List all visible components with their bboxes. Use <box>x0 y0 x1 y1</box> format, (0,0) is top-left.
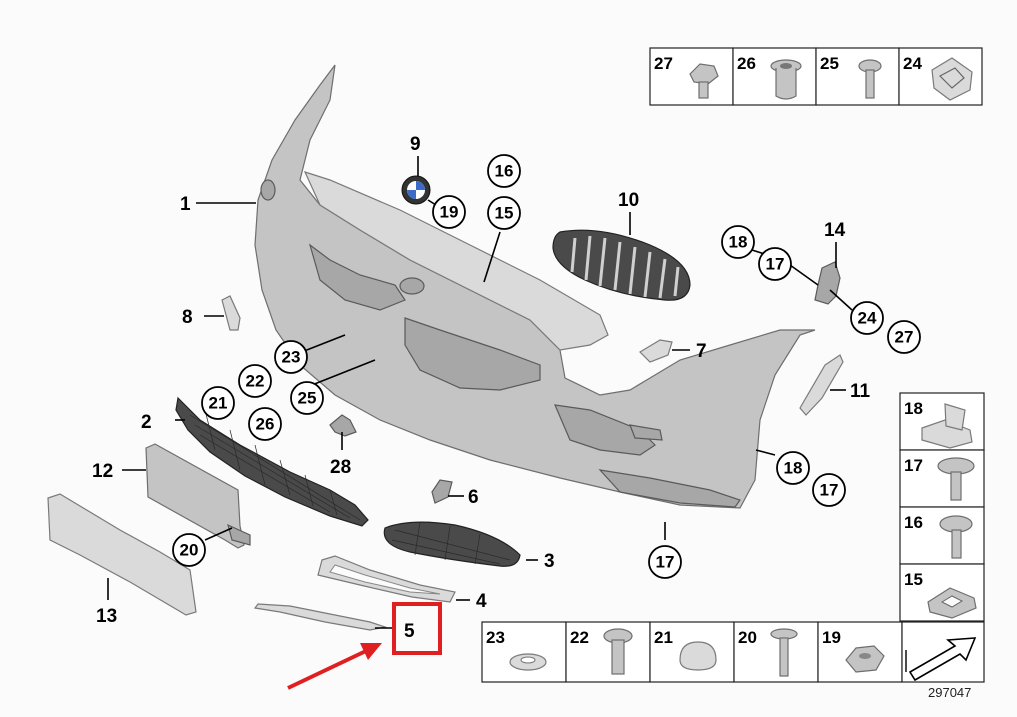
highlight-box <box>392 602 442 655</box>
trim-strip <box>253 603 388 631</box>
svg-text:17: 17 <box>656 553 675 572</box>
red-arrow-icon <box>287 643 382 690</box>
spring-clip-icon <box>921 403 973 449</box>
callout-5: 5 <box>404 621 415 642</box>
callout-2: 2 <box>141 412 152 433</box>
legend-bottom-23: 23 <box>486 628 505 647</box>
circled-callout-18b: 18 <box>776 451 810 485</box>
callout-10: 10 <box>618 190 639 211</box>
hex-nut-icon <box>845 645 885 673</box>
svg-text:20: 20 <box>180 541 199 560</box>
legend-top-27: 27 <box>654 54 673 73</box>
legend-bottom-19: 19 <box>822 628 841 647</box>
svg-text:27: 27 <box>895 328 914 347</box>
bracket-28 <box>329 414 357 437</box>
svg-text:23: 23 <box>282 348 301 367</box>
direction-arrow-icon <box>905 637 977 682</box>
circled-callout-17a: 17 <box>758 247 792 281</box>
circled-callout-23: 23 <box>274 340 308 374</box>
bumper-cover <box>254 64 816 509</box>
svg-text:17: 17 <box>820 481 839 500</box>
circled-callout-21: 21 <box>201 386 235 420</box>
svg-text:18: 18 <box>784 459 803 478</box>
legend-bottom-20: 20 <box>738 628 757 647</box>
torx-screw-icon <box>603 628 633 675</box>
svg-text:22: 22 <box>246 372 265 391</box>
callout-3: 3 <box>544 551 555 572</box>
callout-6: 6 <box>468 487 479 508</box>
legend-right-18: 18 <box>904 399 923 418</box>
svg-text:25: 25 <box>298 389 317 408</box>
trim-frame <box>317 555 456 603</box>
cap-icon <box>679 641 717 671</box>
callout-12: 12 <box>92 461 113 482</box>
circled-callout-24: 24 <box>850 301 884 335</box>
side-grille <box>383 521 521 567</box>
kidney-grille <box>552 229 691 301</box>
circled-callout-19: 19 <box>432 195 466 229</box>
flange-screw-icon <box>939 515 973 559</box>
legend-bottom-22: 22 <box>570 628 589 647</box>
circled-callout-27: 27 <box>887 320 921 354</box>
bmw-emblem-icon <box>401 175 431 205</box>
callout-11: 11 <box>850 381 871 402</box>
legend-right-15: 15 <box>904 570 923 589</box>
callout-9: 9 <box>410 134 421 155</box>
lower-grille <box>175 396 369 527</box>
legend-bottom: 23 22 21 20 19 <box>481 621 985 683</box>
callout-13: 13 <box>96 606 117 627</box>
legend-bottom-21: 21 <box>654 628 673 647</box>
legend-right: 18 17 16 15 <box>899 392 985 622</box>
bracket-14 <box>814 261 841 305</box>
reference-number: 297047 <box>928 685 971 700</box>
svg-text:26: 26 <box>256 415 275 434</box>
bracket-8 <box>221 295 241 331</box>
circled-callout-16: 16 <box>487 154 521 188</box>
grommet-icon <box>927 587 977 619</box>
callout-28: 28 <box>330 457 351 478</box>
sleeve-icon <box>770 59 802 100</box>
rivet-icon <box>770 628 798 677</box>
plate-base <box>145 443 251 549</box>
svg-text:24: 24 <box>858 309 877 328</box>
tow-cap <box>639 339 673 363</box>
svg-text:21: 21 <box>209 394 228 413</box>
callout-4: 4 <box>476 591 487 612</box>
callout-8: 8 <box>182 307 193 328</box>
screw-icon <box>858 59 882 99</box>
legend-right-17: 17 <box>904 456 923 475</box>
circled-callout-17c: 17 <box>648 545 682 579</box>
svg-text:17: 17 <box>766 255 785 274</box>
svg-text:19: 19 <box>440 203 459 222</box>
circled-callout-22: 22 <box>238 364 272 398</box>
reflector-strip <box>799 354 844 416</box>
callout-7: 7 <box>696 341 707 362</box>
circled-callout-15: 15 <box>487 196 521 230</box>
svg-text:15: 15 <box>495 204 514 223</box>
legend-right-16: 16 <box>904 513 923 532</box>
legend-top: 27 26 25 24 <box>649 47 983 106</box>
legend-top-25: 25 <box>820 54 839 73</box>
bracket-6 <box>431 479 453 504</box>
legend-top-26: 26 <box>737 54 756 73</box>
circled-callout-18a: 18 <box>721 225 755 259</box>
collar-screw-icon <box>689 63 719 99</box>
legend-top-24: 24 <box>903 54 922 73</box>
svg-text:16: 16 <box>495 162 514 181</box>
plug-screw-icon <box>937 457 975 501</box>
callout-1: 1 <box>180 194 191 215</box>
circled-callout-17b: 17 <box>812 473 846 507</box>
circled-callout-25: 25 <box>290 381 324 415</box>
circled-callout-20: 20 <box>172 533 206 567</box>
circled-callout-26: 26 <box>248 407 282 441</box>
callout-14: 14 <box>824 220 846 241</box>
washer-icon <box>509 653 547 671</box>
plate-panel <box>47 493 197 616</box>
svg-text:18: 18 <box>729 233 748 252</box>
clip-nut-icon <box>931 57 973 101</box>
